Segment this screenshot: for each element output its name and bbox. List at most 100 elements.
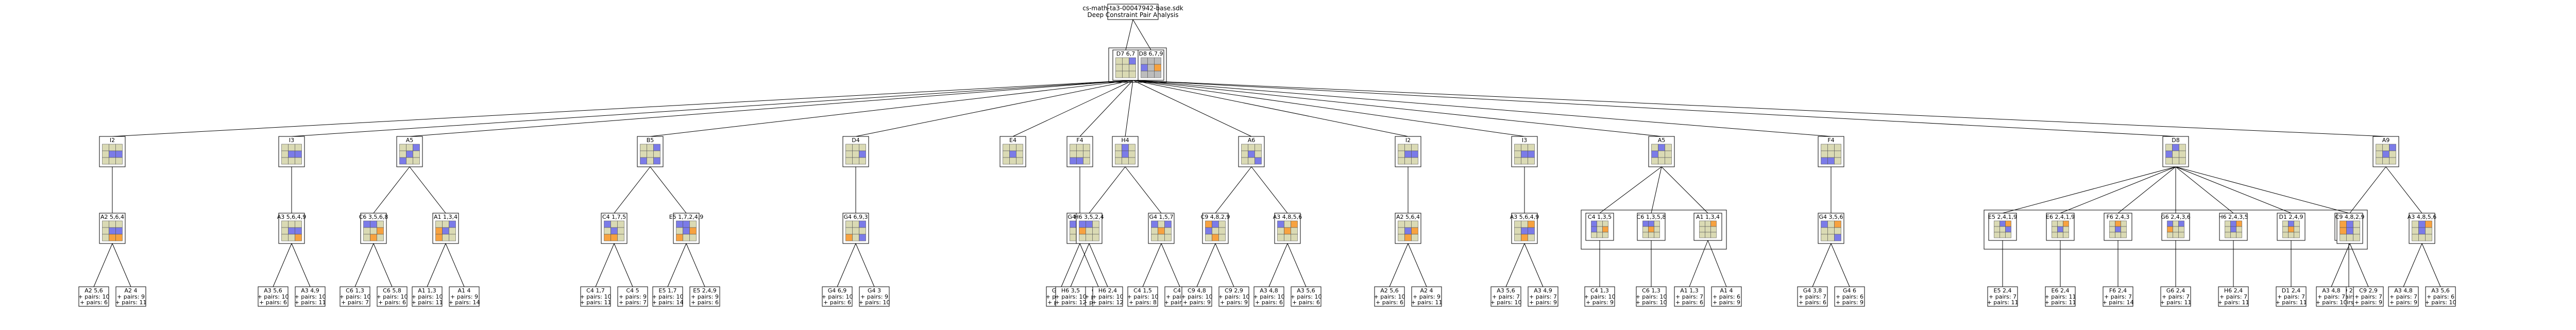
- grid-cell: [683, 234, 690, 241]
- grid-cell: [1514, 220, 1521, 228]
- grid-cell: [406, 150, 413, 158]
- grid-cell: [1827, 227, 1835, 235]
- grid-cell: [1151, 234, 1158, 241]
- grid-cell: [1277, 227, 1284, 235]
- grid-cell: [2225, 220, 2231, 227]
- grid-cell: [1528, 144, 1535, 151]
- grid-cell: [1205, 220, 1212, 228]
- leaf-node: C9 4,8+ pairs: 10+ pairs: 9: [1181, 286, 1212, 307]
- leaf-label: D1 2,4: [2282, 287, 2300, 294]
- grid-cell: [102, 227, 109, 235]
- grid-cell: [2005, 232, 2011, 238]
- node-label: E5 2,4,1,9: [1988, 214, 2017, 220]
- grid-cell: [1404, 150, 1412, 158]
- grid-cell: [1834, 220, 1841, 228]
- leaf-stat: + pairs: 9: [691, 293, 719, 300]
- leaf-stat: + pairs: 10: [377, 293, 408, 300]
- leaf-label: C4 1,5: [1133, 287, 1152, 294]
- leaf-label: A3 4,8: [1260, 287, 1278, 294]
- tree-edge: [1132, 80, 2176, 137]
- tree-edge: [1125, 19, 1133, 50]
- leaf-node: C6 1,3+ pairs: 10+ pairs: 7: [340, 286, 370, 307]
- grid-cell: [1003, 157, 1010, 165]
- tree-edge: [2349, 243, 2369, 287]
- grid-cell: [2389, 157, 2396, 165]
- leaf-label: A1 1,3: [418, 287, 436, 294]
- grid-cell: [1404, 220, 1412, 228]
- tree-edge: [2060, 166, 2176, 214]
- leaf-label: A2 4: [124, 287, 137, 294]
- grid-cell: [689, 227, 697, 235]
- grid-cell: [399, 144, 406, 151]
- grid-cell: [377, 234, 384, 241]
- grid-cell: [1129, 71, 1136, 78]
- grid-cell: [1705, 226, 1711, 233]
- leaf-stat: + pairs: 6: [1376, 299, 1403, 306]
- leaf-stat: + pairs: 6: [259, 299, 287, 306]
- title-box: cs-math-ta3-00047942-base.sdk Deep Const…: [1082, 4, 1183, 20]
- grid-cell: [852, 144, 859, 151]
- leaf-stat: + pairs: 7: [1799, 293, 1826, 300]
- leaf-stat: + pairs: 10: [2425, 299, 2456, 306]
- leaf-stat: + pairs: 10: [1636, 293, 1667, 300]
- level1-node-n4: B5: [637, 136, 664, 167]
- leaf-stat: + pairs: 10: [1374, 293, 1405, 300]
- leaf-node: A1 4+ pairs: 9+ pairs: 14: [449, 286, 480, 307]
- grid-cell: [1212, 234, 1219, 241]
- level1-node-n2: I3: [278, 136, 305, 167]
- grid-cell: [1016, 144, 1023, 151]
- grid-cell: [1070, 227, 1077, 235]
- leaf-stat: + pairs: 10: [412, 293, 443, 300]
- node-label: E4: [1009, 137, 1016, 144]
- grid-cell: [2165, 144, 2173, 151]
- grid-cell: [1602, 232, 1608, 238]
- root-node-d8: D8 6,7,9: [1138, 49, 1164, 81]
- grid-cell: [845, 144, 853, 151]
- grid-cell: [1070, 157, 1077, 165]
- grid-cell: [2282, 220, 2289, 227]
- grid-cell: [295, 157, 302, 165]
- leaf-box: [340, 286, 370, 307]
- grid-cell: [1654, 220, 1660, 227]
- node-label: C6 1,3,5,8: [1637, 214, 1666, 220]
- grid-cell: [1642, 226, 1649, 233]
- grid-cell: [399, 150, 406, 158]
- grid-cell: [1827, 157, 1835, 165]
- grid-cell: [1591, 232, 1597, 238]
- grid-cell: [1255, 157, 1262, 165]
- leaf-box: [2045, 286, 2076, 307]
- tree-edge: [1268, 243, 1288, 287]
- leaf-stat: + pairs: 7: [1492, 293, 1520, 300]
- leaf-box: [412, 286, 443, 307]
- grid-cell: [2353, 220, 2360, 228]
- grid-cell: [2288, 232, 2294, 238]
- grid-cell: [288, 144, 295, 151]
- grid-cell: [370, 220, 377, 228]
- leaf-box: [1092, 286, 1123, 307]
- grid-cell: [2294, 220, 2300, 227]
- grid-cell: [1994, 226, 2000, 233]
- leaf-stat: + pairs: 10: [1127, 293, 1159, 300]
- grid-cell: [2179, 144, 2186, 151]
- grid-cell: [2418, 220, 2426, 228]
- grid-cell: [295, 150, 302, 158]
- leaf-stat: + pairs: 14: [652, 299, 684, 306]
- leaf-box: [2353, 286, 2384, 307]
- grid-cell: [2225, 232, 2231, 238]
- grid-cell: [852, 150, 859, 158]
- grid-cell: [859, 234, 866, 241]
- grid-cell: [406, 144, 413, 151]
- level1-node-n13: F4: [1818, 136, 1844, 167]
- grid-cell: [2173, 226, 2179, 233]
- grid-cell: [1658, 150, 1665, 158]
- grid-cell: [2288, 220, 2294, 227]
- leaf-node: A1 1,3+ pairs: 10+ pairs: 11: [412, 286, 443, 307]
- grid-cell: [295, 227, 302, 235]
- leaf-label: F6 2,4: [2109, 287, 2127, 294]
- grid-cell: [647, 144, 654, 151]
- grid-cell: [1115, 157, 1122, 165]
- tree-edge: [2175, 166, 2234, 214]
- grid-cell: [604, 220, 611, 228]
- grid-cell: [1821, 220, 1828, 228]
- grid-cell: [1158, 234, 1165, 241]
